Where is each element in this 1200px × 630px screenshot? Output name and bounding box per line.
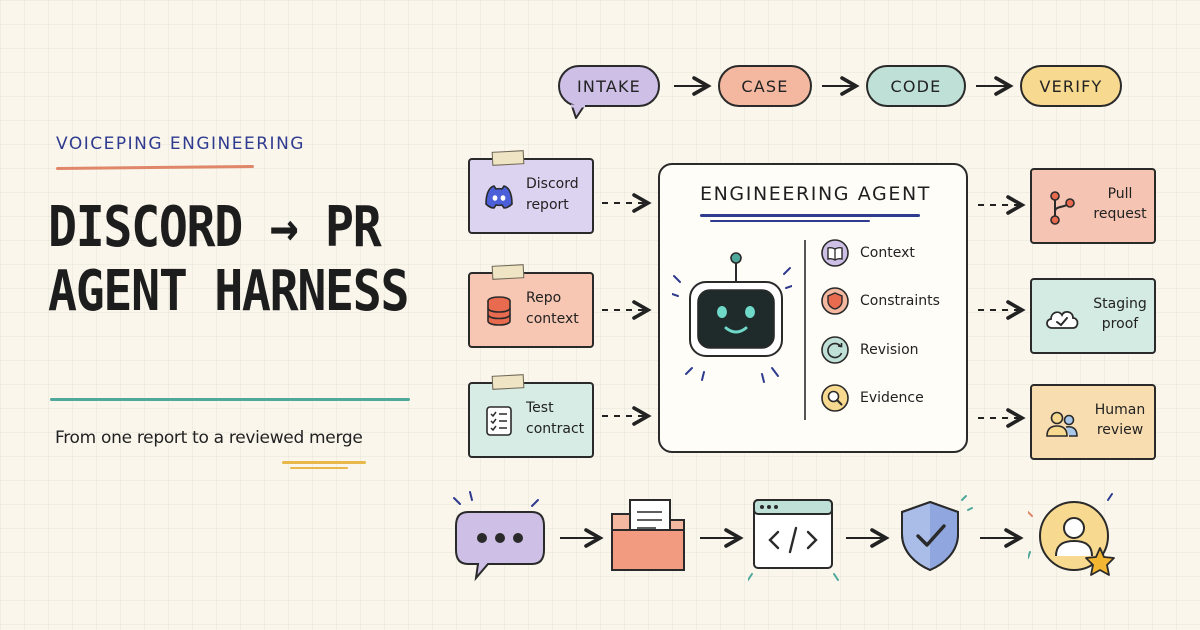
feature-evidence: Evidence [820, 381, 924, 415]
git-branch-icon [1050, 191, 1075, 225]
feature-revision: Revision [820, 333, 919, 367]
pipeline-step-intake: INTAKE [558, 65, 660, 107]
tape [491, 264, 525, 280]
pipeline-step-case: CASE [718, 65, 812, 107]
input-note-test: Test contract [468, 374, 594, 458]
user-star-icon [1028, 493, 1115, 576]
magnifier-icon [821, 384, 849, 412]
pipeline-step-verify: VERIFY [1020, 65, 1122, 107]
label-line-2: request [1093, 206, 1147, 222]
shield-icon [821, 287, 849, 315]
tape [491, 150, 525, 166]
label-line-2: proof [1101, 316, 1139, 332]
speech-tail-icon [571, 104, 585, 119]
feature-constraints: Constraints [820, 284, 940, 318]
pipeline-step-code: CODE [866, 65, 966, 107]
refresh-icon [821, 336, 849, 364]
subtitle-underline [282, 461, 366, 464]
agent-title: ENGINEERING AGENT [700, 183, 931, 205]
label-line-1: Discord [526, 176, 579, 192]
title-underline [50, 398, 410, 401]
output-note-label: Staging proof [1090, 294, 1150, 334]
book-icon [821, 239, 849, 267]
feature-label: Evidence [860, 390, 924, 406]
agent-title-underline [700, 214, 920, 217]
agent-title-underline-2 [710, 220, 870, 222]
output-note-human-review: Human review [1030, 384, 1156, 460]
database-icon [487, 296, 511, 326]
input-note-discord: Discord report [468, 150, 594, 234]
feature-label: Revision [860, 342, 919, 358]
discord-icon [485, 185, 513, 209]
cloud-check-icon [1046, 311, 1079, 329]
label-line-2: contract [526, 421, 585, 437]
output-note-label: Human review [1090, 400, 1150, 440]
feature-context: Context [820, 236, 915, 270]
input-note-label: Repo context [526, 288, 579, 330]
output-note-pull-request: Pull request [1030, 168, 1156, 244]
subtitle-underline-2 [290, 467, 348, 469]
agent-divider [804, 240, 806, 420]
feature-label: Constraints [860, 293, 940, 309]
label-line-1: Staging [1093, 296, 1147, 312]
input-note-label: Discord report [526, 174, 579, 216]
eyebrow-label: VOICEPING ENGINEERING [56, 134, 305, 154]
chat-bubble-icon [453, 491, 545, 582]
title-line-1: DISCORD → PR [48, 195, 382, 260]
subtitle: From one report to a reviewed merge [55, 428, 363, 448]
output-note-staging-proof: Staging proof [1030, 278, 1156, 354]
checklist-icon [486, 406, 512, 436]
feature-label: Context [860, 245, 915, 261]
label-line-1: Repo [526, 290, 562, 306]
output-note-label: Pull request [1090, 184, 1150, 224]
page-title: DISCORD → PR AGENT HARNESS [48, 195, 409, 324]
input-note-label: Test contract [526, 398, 584, 440]
title-line-2: AGENT HARNESS [48, 259, 409, 324]
label-line-1: Pull [1107, 186, 1133, 202]
label-line-2: review [1096, 422, 1144, 438]
input-note-repo: Repo context [468, 264, 594, 348]
label-line-1: Human [1094, 402, 1146, 418]
folder-document-icon [611, 499, 685, 571]
label-line-2: report [526, 197, 569, 213]
people-icon [1046, 411, 1078, 437]
tape [491, 374, 525, 390]
code-window-icon [748, 499, 839, 581]
label-line-1: Test [526, 400, 554, 416]
label-line-2: context [526, 311, 579, 327]
robot-icon [672, 252, 792, 383]
shield-check-icon [901, 495, 973, 572]
